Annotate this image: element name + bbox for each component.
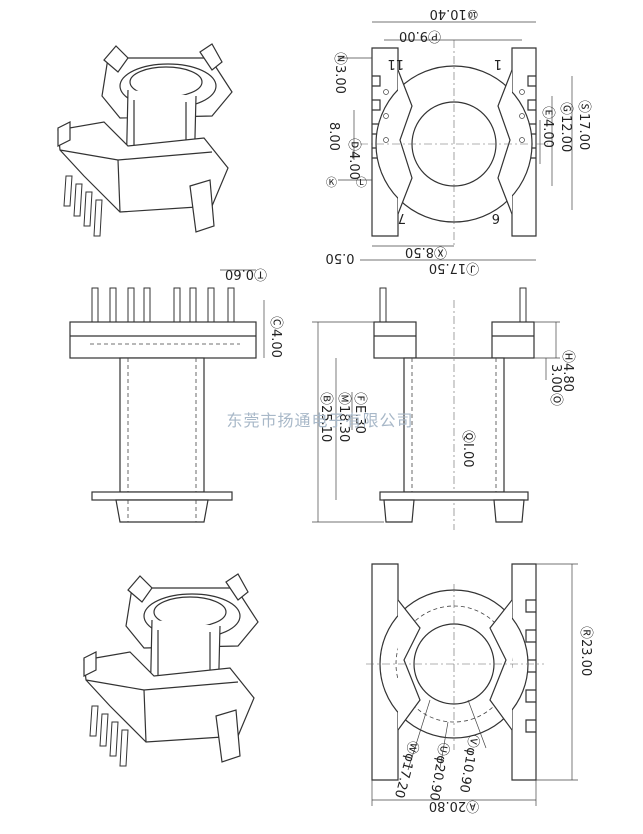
side-view	[69, 269, 265, 523]
bottom-view	[366, 563, 578, 806]
s-right-label: Ⓢ17.00	[576, 100, 591, 150]
t-dim-label: Ⓣ0.60	[225, 266, 267, 281]
f-dim-label: ⒻE.30	[352, 392, 367, 434]
pin-left-top-label: 11	[387, 56, 404, 71]
p-dim-label: Ⓟ9.00	[399, 28, 441, 43]
pin-right-top-label: 1	[494, 56, 502, 71]
b-dim-label: Ⓑ25.10	[318, 392, 333, 442]
h-dim-label: Ⓗ4.80	[560, 350, 575, 392]
front-view	[312, 287, 560, 530]
e-right-label: Ⓔ4.00	[540, 106, 555, 148]
l-mark-label: Ⓛ	[356, 176, 367, 189]
gap-label: 0.50	[326, 250, 355, 265]
isometric-view-bottom	[83, 573, 259, 767]
u-dim-label: Ⓤφ20.90	[426, 741, 451, 802]
pin-left-bottom-label: 7	[398, 210, 406, 225]
top-view	[338, 21, 573, 261]
k-dim-label: 8.00	[326, 122, 341, 151]
g-right-label: Ⓖ12.00	[558, 102, 573, 152]
q-dim-label: ⓆI.00	[460, 430, 475, 468]
pin-right-bottom-label: 6	[492, 210, 500, 225]
d-left-label: Ⓓ4.00	[346, 138, 361, 180]
o-dim-label: 3.00Ⓞ	[548, 364, 563, 406]
r-dim-label: Ⓡ23.00	[578, 626, 593, 676]
m-dim-label: Ⓜ18.30	[336, 392, 351, 442]
v-dim-label: Ⓥφ10.90	[456, 733, 481, 794]
x-dim-label: Ⓧ8.50	[405, 244, 447, 259]
n-dim-label: Ⓝ3.00	[332, 52, 347, 94]
k-mark-label: Ⓚ	[326, 176, 337, 189]
watermark-text: 东莞市扬通电子有限公司	[226, 411, 413, 430]
j-dim-label: Ⓙ17.50	[429, 260, 479, 275]
width-top-label: ⑩10.40	[430, 6, 479, 21]
isometric-view-top	[57, 43, 233, 237]
a-dim-label: Ⓐ20.80	[429, 798, 479, 813]
c-dim-label: Ⓒ4.00	[268, 316, 283, 358]
